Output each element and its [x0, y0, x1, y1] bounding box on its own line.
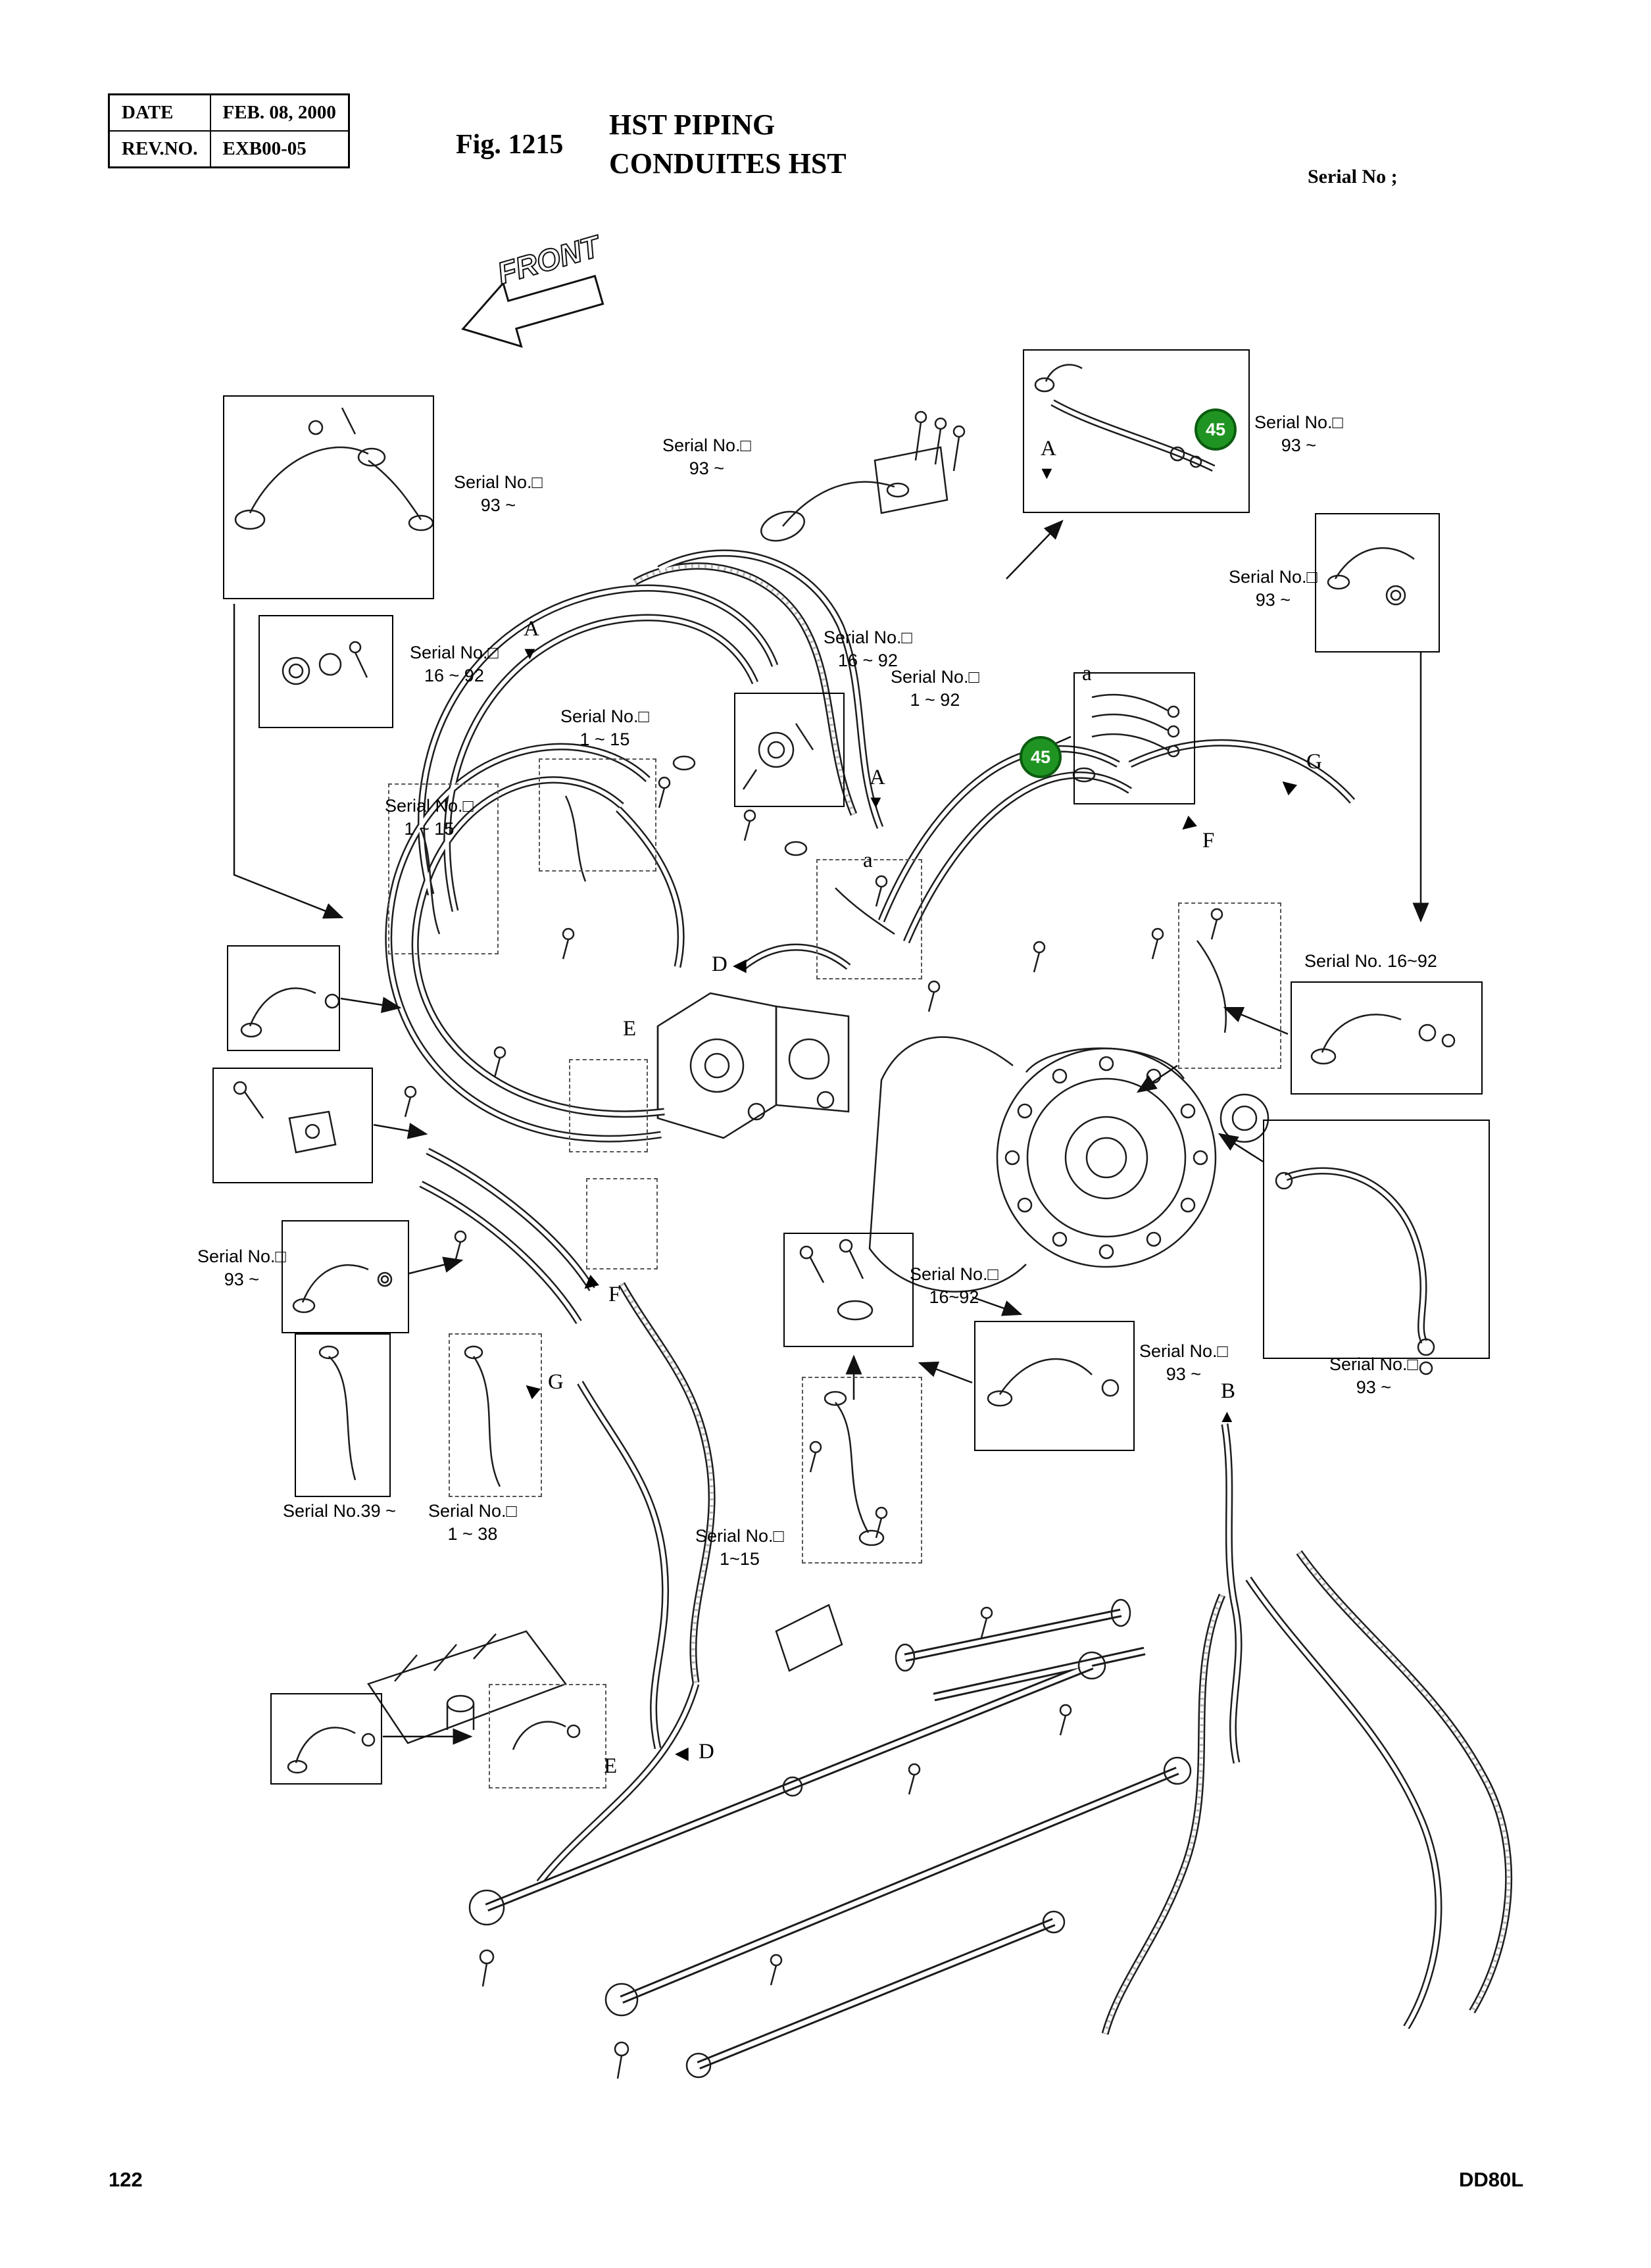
marker-F-1: F — [1202, 829, 1215, 852]
model-code: DD80L — [1459, 2168, 1524, 2191]
item-45-badge: 45 — [1195, 408, 1237, 451]
left-arrow-icon: ◀ — [733, 955, 747, 975]
callout-box-16 — [1263, 1120, 1490, 1359]
serial-label-7: Serial No.□ 1 ~ 92 — [891, 667, 979, 710]
top-center-assembly — [760, 410, 966, 542]
callout-box-6 — [1073, 672, 1195, 804]
callout-box-12 — [449, 1333, 542, 1497]
marker-F-2: F — [608, 1283, 621, 1306]
marker-a-1: a — [1082, 662, 1092, 685]
fasteners — [404, 755, 1223, 1986]
callout-box-2 — [259, 615, 393, 728]
callout-box-18 — [489, 1684, 606, 1788]
callout-box-3 — [734, 693, 845, 807]
lower-tie-rods — [468, 1598, 1192, 2079]
front-arrow-icon: FRONT — [461, 228, 606, 348]
callout-part-sketches — [233, 364, 1456, 1774]
serial-label-9: Serial No.□ 1 ~ 15 — [385, 796, 474, 839]
marker-E-1: E — [623, 1017, 637, 1041]
serial-label-12: Serial No.□ 16~92 — [910, 1264, 998, 1308]
callout-box-24 — [586, 1178, 658, 1270]
serial-label-8: Serial No.□ 1 ~ 15 — [560, 706, 649, 750]
serial-label-1: Serial No.□ 93 ~ — [454, 472, 543, 516]
callout-box-22 — [1178, 902, 1281, 1069]
callout-box-4 — [1023, 349, 1250, 513]
serial-label-15: Serial No.39 ~ — [283, 1501, 396, 1521]
rev-value: EXB00-05 — [209, 130, 350, 168]
rev-label: REV.NO. — [108, 130, 211, 168]
callout-box-19 — [388, 783, 499, 954]
date-label: DATE — [108, 93, 211, 132]
callout-box-11 — [295, 1333, 391, 1497]
callout-box-1 — [223, 395, 434, 599]
marker-D-1: D — [712, 952, 727, 976]
serial-label-14: Serial No.□ 93 ~ — [1329, 1354, 1418, 1398]
mounting-plate — [367, 1630, 568, 1744]
down-arrow-icon: ▼ — [1038, 463, 1056, 483]
figure-title: HST PIPING CONDUITES HST — [609, 105, 847, 184]
figure-title-fr: CONDUITES HST — [609, 147, 847, 180]
figure-number: Fig. 1215 — [456, 130, 564, 160]
page-number: 122 — [109, 2168, 143, 2191]
transmission-housing — [868, 1036, 1269, 1293]
serial-no-heading: Serial No ; — [1308, 166, 1398, 187]
serial-label-17: Serial No.□ 1~15 — [695, 1526, 784, 1569]
serial-label-10: Serial No. 16~92 — [1304, 951, 1437, 971]
up-arrow-icon: ▲ — [1218, 1406, 1236, 1426]
serial-label-11: Serial No.□ 93 ~ — [197, 1246, 286, 1290]
callout-box-7 — [1291, 981, 1483, 1095]
date-value: FEB. 08, 2000 — [209, 93, 350, 132]
callout-box-13 — [783, 1233, 914, 1347]
marker-E-2: E — [604, 1754, 618, 1778]
marker-A-3: A — [870, 766, 885, 789]
serial-label-3: Serial No.□ 93 ~ — [1254, 412, 1343, 456]
callout-box-15 — [974, 1321, 1135, 1451]
down-arrow-icon: ▼ — [521, 643, 539, 663]
callout-box-8 — [227, 945, 340, 1051]
left-arrow-icon: ◀ — [675, 1743, 689, 1763]
callout-box-10 — [282, 1220, 409, 1333]
marker-D-2: D — [699, 1740, 714, 1763]
item-45-badge: 45 — [1020, 736, 1062, 778]
marker-A-1: A — [1041, 437, 1056, 460]
callout-box-23 — [569, 1059, 648, 1152]
serial-label-4: Serial No.□ 93 ~ — [1229, 567, 1318, 610]
callout-box-9 — [212, 1068, 373, 1183]
callout-box-20 — [539, 758, 656, 872]
callout-box-21 — [816, 859, 922, 979]
callout-box-14 — [802, 1377, 922, 1564]
marker-a-2: a — [863, 849, 873, 872]
marker-A-2: A — [524, 617, 539, 641]
marker-B-1: B — [1221, 1379, 1236, 1403]
callout-box-5 — [1315, 513, 1440, 653]
figure-title-en: HST PIPING — [609, 109, 776, 141]
down-arrow-icon: ▼ — [867, 792, 885, 812]
pump-assembly — [656, 992, 850, 1139]
serial-label-13: Serial No.□ 93 ~ — [1139, 1341, 1228, 1385]
marker-G-2: G — [548, 1370, 564, 1394]
marker-G-1: G — [1306, 750, 1322, 774]
leader-arrows — [233, 520, 1429, 1745]
serial-label-2: Serial No.□ 93 ~ — [662, 435, 751, 479]
serial-label-6: Serial No.□ 16 ~ 92 — [824, 628, 912, 671]
serial-label-16: Serial No.□ 1 ~ 38 — [428, 1501, 517, 1544]
serial-label-5: Serial No.□ 16 ~ 92 — [410, 643, 499, 686]
callout-box-17 — [270, 1693, 382, 1785]
revision-table: DATE FEB. 08, 2000 REV.NO. EXB00-05 — [108, 93, 350, 168]
